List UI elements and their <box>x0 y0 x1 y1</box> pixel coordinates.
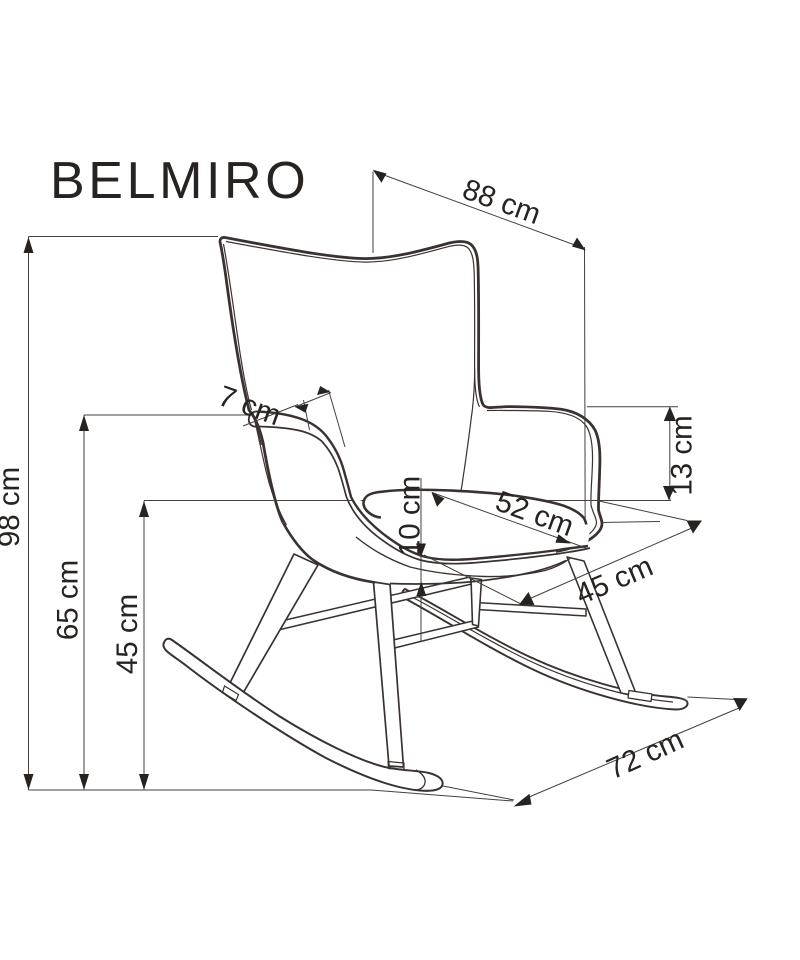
svg-text:BELMIRO: BELMIRO <box>50 152 309 210</box>
svg-text:65 cm: 65 cm <box>51 560 84 640</box>
svg-text:45 cm: 45 cm <box>571 550 658 612</box>
svg-text:72 cm: 72 cm <box>602 723 689 786</box>
svg-text:10 cm: 10 cm <box>393 476 426 556</box>
svg-text:45 cm: 45 cm <box>111 594 144 674</box>
svg-text:13 cm: 13 cm <box>665 415 698 495</box>
svg-text:88 cm: 88 cm <box>458 173 545 231</box>
svg-text:98 cm: 98 cm <box>0 467 26 547</box>
